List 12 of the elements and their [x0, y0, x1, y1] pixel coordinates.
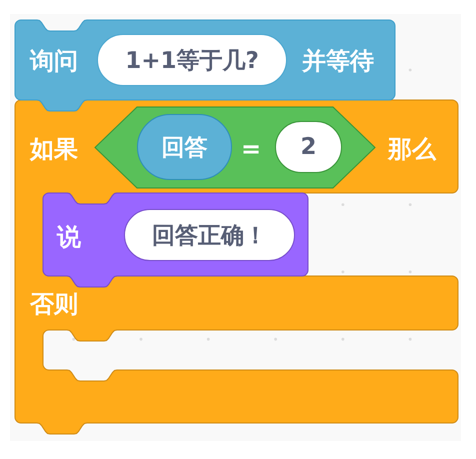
if-else-block [15, 100, 458, 434]
block-label: 如果 [30, 135, 78, 163]
block-label: 询问 [30, 47, 78, 75]
block-label: 那么 [388, 135, 436, 163]
equals-label: = [241, 135, 262, 163]
block-label: 并等待 [302, 47, 374, 75]
block-label: 说 [57, 223, 81, 251]
condition-block [95, 107, 375, 188]
command-block [43, 193, 308, 287]
input-field: 回答正确！ [124, 209, 295, 261]
block-label: 否则 [30, 290, 78, 318]
input-field: 1+1等于几? [97, 34, 287, 86]
